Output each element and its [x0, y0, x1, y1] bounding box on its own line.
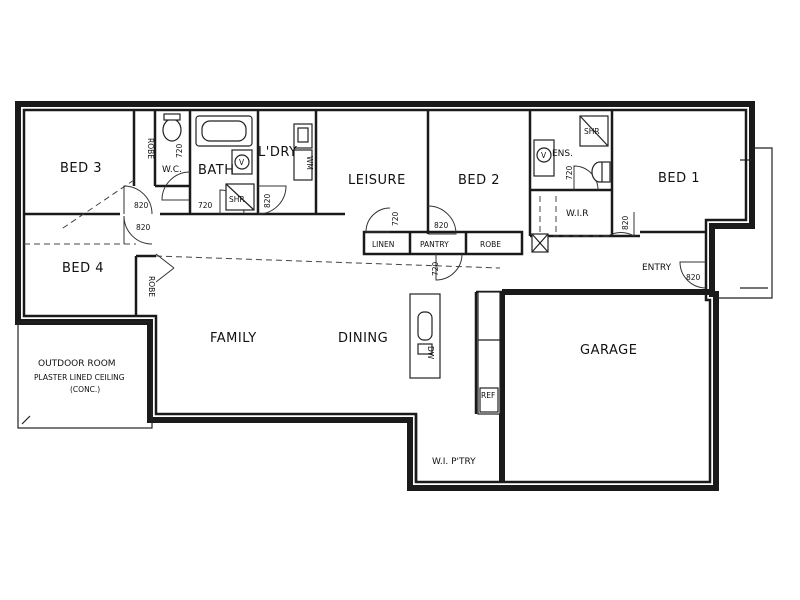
entry-label: ENTRY: [642, 263, 672, 273]
robe-label-hall: ROBE: [480, 240, 501, 249]
shower-label-ensuite: SHR: [584, 127, 600, 136]
exterior-walls: [15, 101, 755, 491]
door-820-entry: 820: [686, 273, 701, 282]
outdoor-note1: PLASTER LINED CEILING: [34, 373, 125, 382]
room-labels: BED 3 W.C. BATH L'DRY LEISURE BED 2 ENS.…: [34, 145, 700, 467]
door-720-ens: 720: [565, 165, 574, 180]
fixtures: [162, 113, 611, 415]
washing-machine-icon: [293, 149, 313, 181]
door-size-labels: 720 820 820 720 820 720 820 720 720 820 …: [134, 143, 701, 282]
vanity-label-ensuite: V: [541, 151, 547, 160]
robe-label-bed3: ROBE: [146, 138, 155, 159]
outdoor-note2: (CONC.): [70, 385, 100, 394]
bed4-label: BED 4: [62, 261, 104, 276]
door-820-bed1: 820: [621, 215, 630, 230]
dashed-lines: [24, 179, 612, 269]
storage-labels: LINEN PANTRY ROBE ROBE ROBE: [146, 138, 501, 297]
door-720-wc: 720: [175, 143, 184, 158]
ensuite-basin-icon: [536, 147, 552, 163]
ref-label: REF: [481, 391, 495, 400]
family-label: FAMILY: [210, 331, 257, 346]
door-820-bed2: 820: [434, 221, 449, 230]
wir-label: W.I.R: [566, 209, 589, 219]
garage-label: GARAGE: [580, 343, 637, 358]
dw-label: DW: [426, 346, 435, 360]
bed2-label: BED 2: [458, 173, 500, 188]
ens-label: ENS.: [552, 149, 573, 159]
shower-label-bath: SHR: [229, 195, 245, 204]
bed1-label: BED 1: [658, 171, 700, 186]
door-720-pantry: 720: [431, 261, 440, 276]
door-swings: [123, 165, 707, 289]
dining-label: DINING: [338, 331, 388, 346]
outdoor-label: OUTDOOR ROOM: [38, 359, 116, 369]
wc-label: W.C.: [162, 165, 182, 175]
vanity-label-bath: V: [239, 158, 245, 167]
door-820-ldry: 820: [263, 193, 272, 208]
basin-icon: [234, 154, 250, 170]
wm-label: WM: [305, 156, 314, 170]
fixture-labels: SHR SHR V V WM REF DW: [229, 127, 600, 400]
internal-walls: [24, 110, 710, 482]
wipantry-label: W.I. P'TRY: [432, 457, 476, 467]
bed3-label: BED 3: [60, 161, 102, 176]
toilet-icon: [162, 118, 182, 142]
door-720-bath: 720: [198, 201, 213, 210]
door-720-leisure: 720: [391, 211, 400, 226]
robe-label-bed4: ROBE: [147, 276, 156, 297]
ldry-label: L'DRY: [258, 145, 297, 160]
entry-porch: [716, 147, 773, 299]
door-820-bed4: 820: [136, 223, 151, 232]
bath-label: BATH: [198, 163, 235, 178]
outdoor-room-slab: [17, 321, 153, 429]
kitchen-bench: [477, 291, 501, 415]
pantry-label: PANTRY: [420, 240, 449, 249]
leisure-label: LEISURE: [348, 173, 406, 188]
linen-label: LINEN: [372, 240, 394, 249]
door-820-bed3: 820: [134, 201, 149, 210]
